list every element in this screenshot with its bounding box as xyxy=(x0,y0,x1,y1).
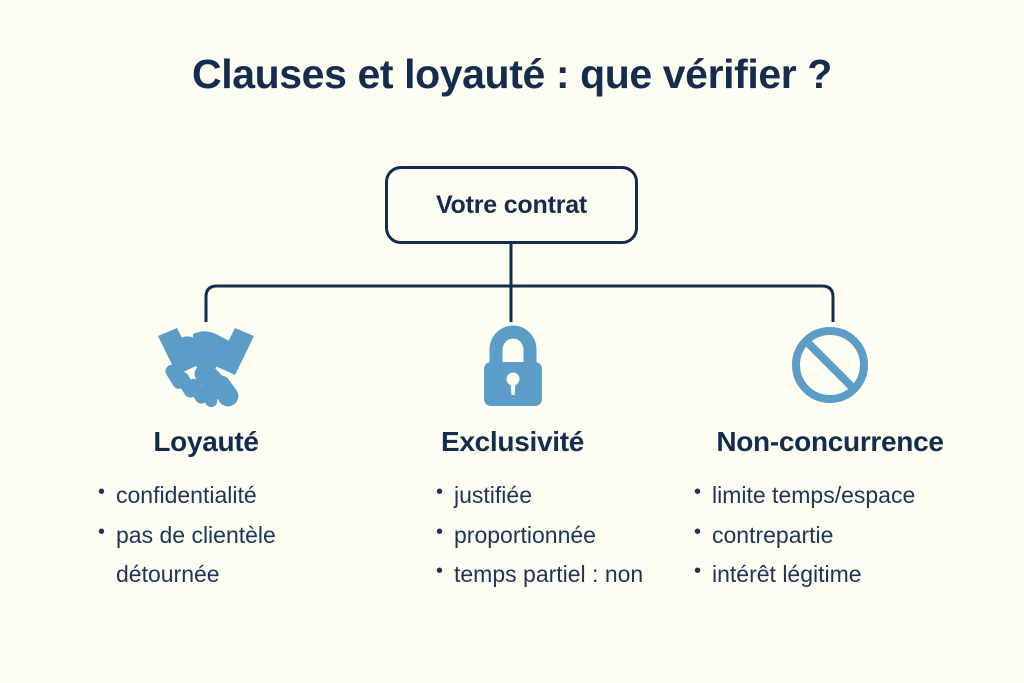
root-node-label: Votre contrat xyxy=(435,190,588,219)
list-item: contrepartie xyxy=(694,515,980,556)
list-item: justifiée xyxy=(436,475,655,516)
branch-non-concurrence: Non-concurrence limite temps/espace cont… xyxy=(680,322,980,595)
bullet-list-exclusivite: justifiée proportionnée temps partiel : … xyxy=(436,475,655,595)
connector-bus xyxy=(204,284,835,322)
root-node: Votre contrat xyxy=(385,166,638,244)
branch-title-exclusivite: Exclusivité xyxy=(440,426,584,457)
list-item: pas de clientèle xyxy=(98,515,356,556)
lock-icon xyxy=(370,322,655,408)
list-item: proportionnée xyxy=(436,515,655,556)
branch-loyaute: Loyauté confidentialité pas de clientèle… xyxy=(56,322,356,595)
prohibition-icon xyxy=(680,322,980,408)
bullet-list-loyaute: confidentialité pas de clientèle détourn… xyxy=(98,475,356,595)
branch-title-loyaute: Loyauté xyxy=(153,426,259,457)
branch-exclusivite: Exclusivité justifiée proportionnée temp… xyxy=(370,322,655,595)
list-item: temps partiel : non xyxy=(436,554,655,595)
list-item: limite temps/espace xyxy=(694,475,980,516)
page-title: Clauses et loyauté : que vérifier ? xyxy=(192,51,832,97)
list-item: détournée xyxy=(116,561,220,588)
list-item: confidentialité xyxy=(98,475,356,516)
list-item: intérêt légitime xyxy=(694,554,980,595)
branch-title-non-concurrence: Non-concurrence xyxy=(716,426,944,457)
bullet-list-non-concurrence: limite temps/espace contrepartie intérêt… xyxy=(694,475,980,595)
handshake-icon xyxy=(56,322,356,408)
